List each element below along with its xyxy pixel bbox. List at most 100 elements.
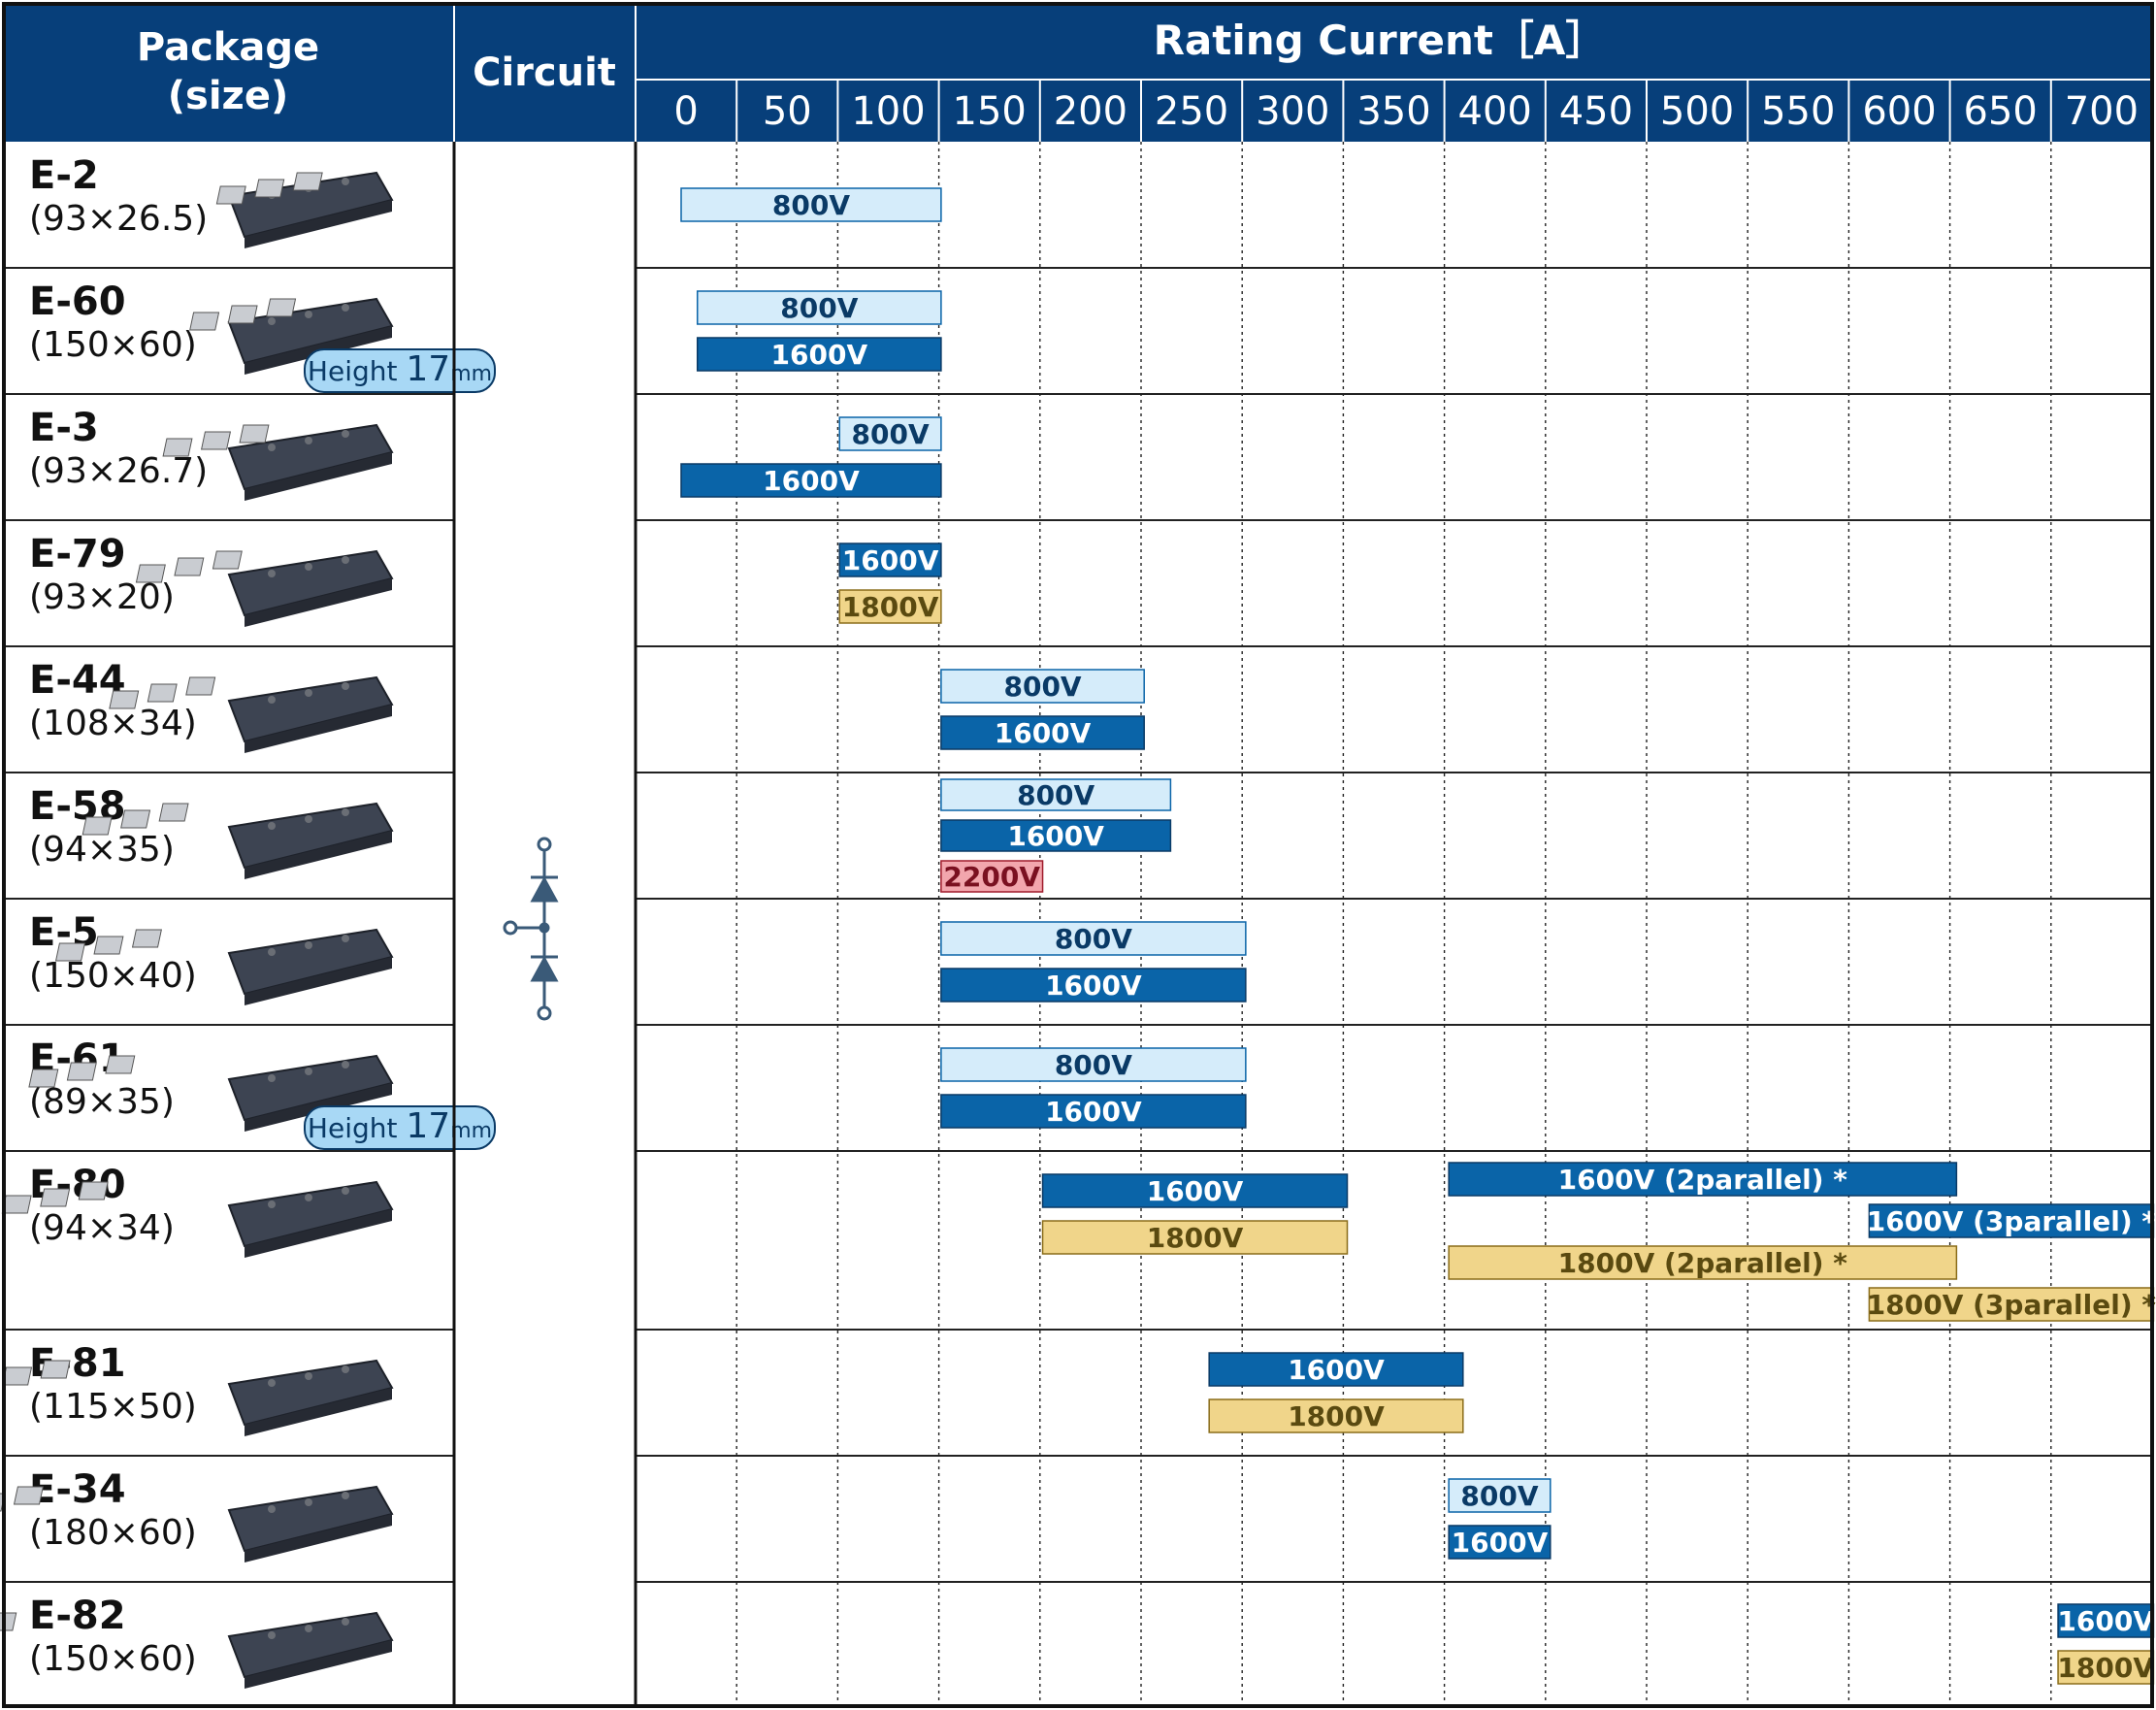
- terminal-screw: [268, 444, 276, 451]
- bar-label: 2200V: [943, 861, 1040, 893]
- module-terminal: [28, 1069, 59, 1088]
- module-image: [135, 549, 394, 627]
- bar-label: 1800V: [1288, 1400, 1385, 1432]
- module-image: [54, 928, 394, 1005]
- module-side: [245, 957, 392, 1005]
- x-tick-label: 550: [1761, 89, 1835, 134]
- bar: [1448, 1245, 1958, 1280]
- rating-current-header: Rating Current［A］: [1154, 16, 1607, 64]
- bar: [940, 1094, 1247, 1129]
- bar-label: 1600V: [1045, 970, 1142, 1002]
- bar-label: 800V: [1017, 779, 1094, 811]
- terminal-screw: [268, 317, 276, 325]
- terminal-screw: [342, 1618, 349, 1626]
- bar: [680, 463, 942, 498]
- x-tick-label: 350: [1356, 89, 1430, 134]
- package-size: (93×26.5): [29, 199, 208, 239]
- x-tick-label: 600: [1862, 89, 1936, 134]
- terminal-screw: [268, 948, 276, 956]
- module-terminal: [131, 929, 162, 948]
- module-terminal: [13, 1486, 44, 1505]
- terminal-screw: [305, 311, 312, 318]
- terminal-screw: [342, 178, 349, 185]
- badge-value: 17: [406, 1106, 450, 1146]
- package-size: (94×34): [29, 1208, 175, 1248]
- circuit-symbol: [503, 837, 559, 1021]
- package-size: (93×26.7): [29, 451, 208, 491]
- terminal-screw: [305, 689, 312, 697]
- module-terminal: [227, 305, 258, 324]
- x-tick-label: 450: [1559, 89, 1633, 134]
- module-side: [245, 452, 392, 501]
- bar-label: 800V: [1003, 671, 1081, 703]
- terminal-screw: [305, 1068, 312, 1075]
- bar-label: 1600V: [1147, 1175, 1244, 1207]
- terminal-screw: [342, 808, 349, 816]
- terminal-screw: [268, 570, 276, 577]
- bar-label: 1600V: [771, 339, 868, 371]
- badge-unit: mm: [450, 362, 492, 386]
- bar-label: 800V: [1460, 1480, 1538, 1512]
- bar-label: 1600V: [842, 544, 939, 576]
- terminal-screw: [342, 1061, 349, 1069]
- package-name: E-44: [29, 658, 126, 703]
- terminal-screw: [305, 1194, 312, 1201]
- terminal-screw: [305, 437, 312, 444]
- package-header-line1: Package: [137, 25, 319, 70]
- package-size: (94×35): [29, 830, 175, 870]
- terminal-screw: [268, 1074, 276, 1082]
- bar-label: 800V: [1055, 1049, 1132, 1081]
- package-name: E-3: [29, 406, 99, 450]
- module-side: [245, 578, 392, 627]
- diode-circuit-symbol: [503, 837, 559, 1021]
- terminal-screw: [342, 556, 349, 564]
- module-terminal: [66, 1062, 97, 1081]
- module-image: [1, 1180, 394, 1258]
- package-size: (89×35): [29, 1082, 175, 1122]
- bar: [1041, 1173, 1349, 1208]
- bar: [696, 337, 942, 372]
- bar-label: 1800V (2parallel) *: [1558, 1247, 1848, 1279]
- bar: [940, 778, 1172, 811]
- height-badge-text: Height 17mm: [308, 349, 492, 389]
- package-name: E-2: [29, 153, 99, 198]
- terminal-screw: [268, 822, 276, 830]
- bar-label: 1600V: [763, 465, 860, 497]
- terminal-screw: [268, 1200, 276, 1208]
- module-terminal: [158, 803, 189, 822]
- terminal-screw: [342, 1365, 349, 1373]
- module-terminal: [78, 1181, 109, 1200]
- bar-label: 800V: [1055, 923, 1132, 955]
- terminal-node: [537, 837, 552, 852]
- bar: [940, 921, 1247, 956]
- height-badge-text: Height 17mm: [308, 1106, 492, 1146]
- module-side: [245, 705, 392, 753]
- terminal-screw: [268, 1631, 276, 1639]
- x-tick-label: 200: [1054, 89, 1127, 134]
- terminal-screw: [305, 1625, 312, 1632]
- bar-label: 1800V (3parallel) *: [1867, 1289, 2156, 1321]
- module-terminal: [212, 550, 243, 570]
- bar: [838, 589, 942, 624]
- package-name: E-82: [29, 1594, 126, 1638]
- module-image: [0, 1485, 394, 1562]
- module-image: [162, 423, 394, 501]
- x-tick-label: 0: [673, 89, 698, 134]
- module-image: [82, 802, 394, 879]
- circuit-header: Circuit: [473, 50, 616, 95]
- bar-label: 800V: [852, 418, 930, 450]
- terminal-screw: [305, 1372, 312, 1380]
- module-side: [245, 1388, 392, 1436]
- terminal-screw: [342, 304, 349, 312]
- bar-label: 1600V (3parallel) *: [1867, 1205, 2156, 1237]
- module-terminal: [2, 1366, 33, 1386]
- header-background: [4, 4, 2152, 142]
- module-side: [245, 1640, 392, 1689]
- x-tick-label: 300: [1256, 89, 1329, 134]
- terminal-screw: [342, 1187, 349, 1195]
- module-side: [245, 831, 392, 879]
